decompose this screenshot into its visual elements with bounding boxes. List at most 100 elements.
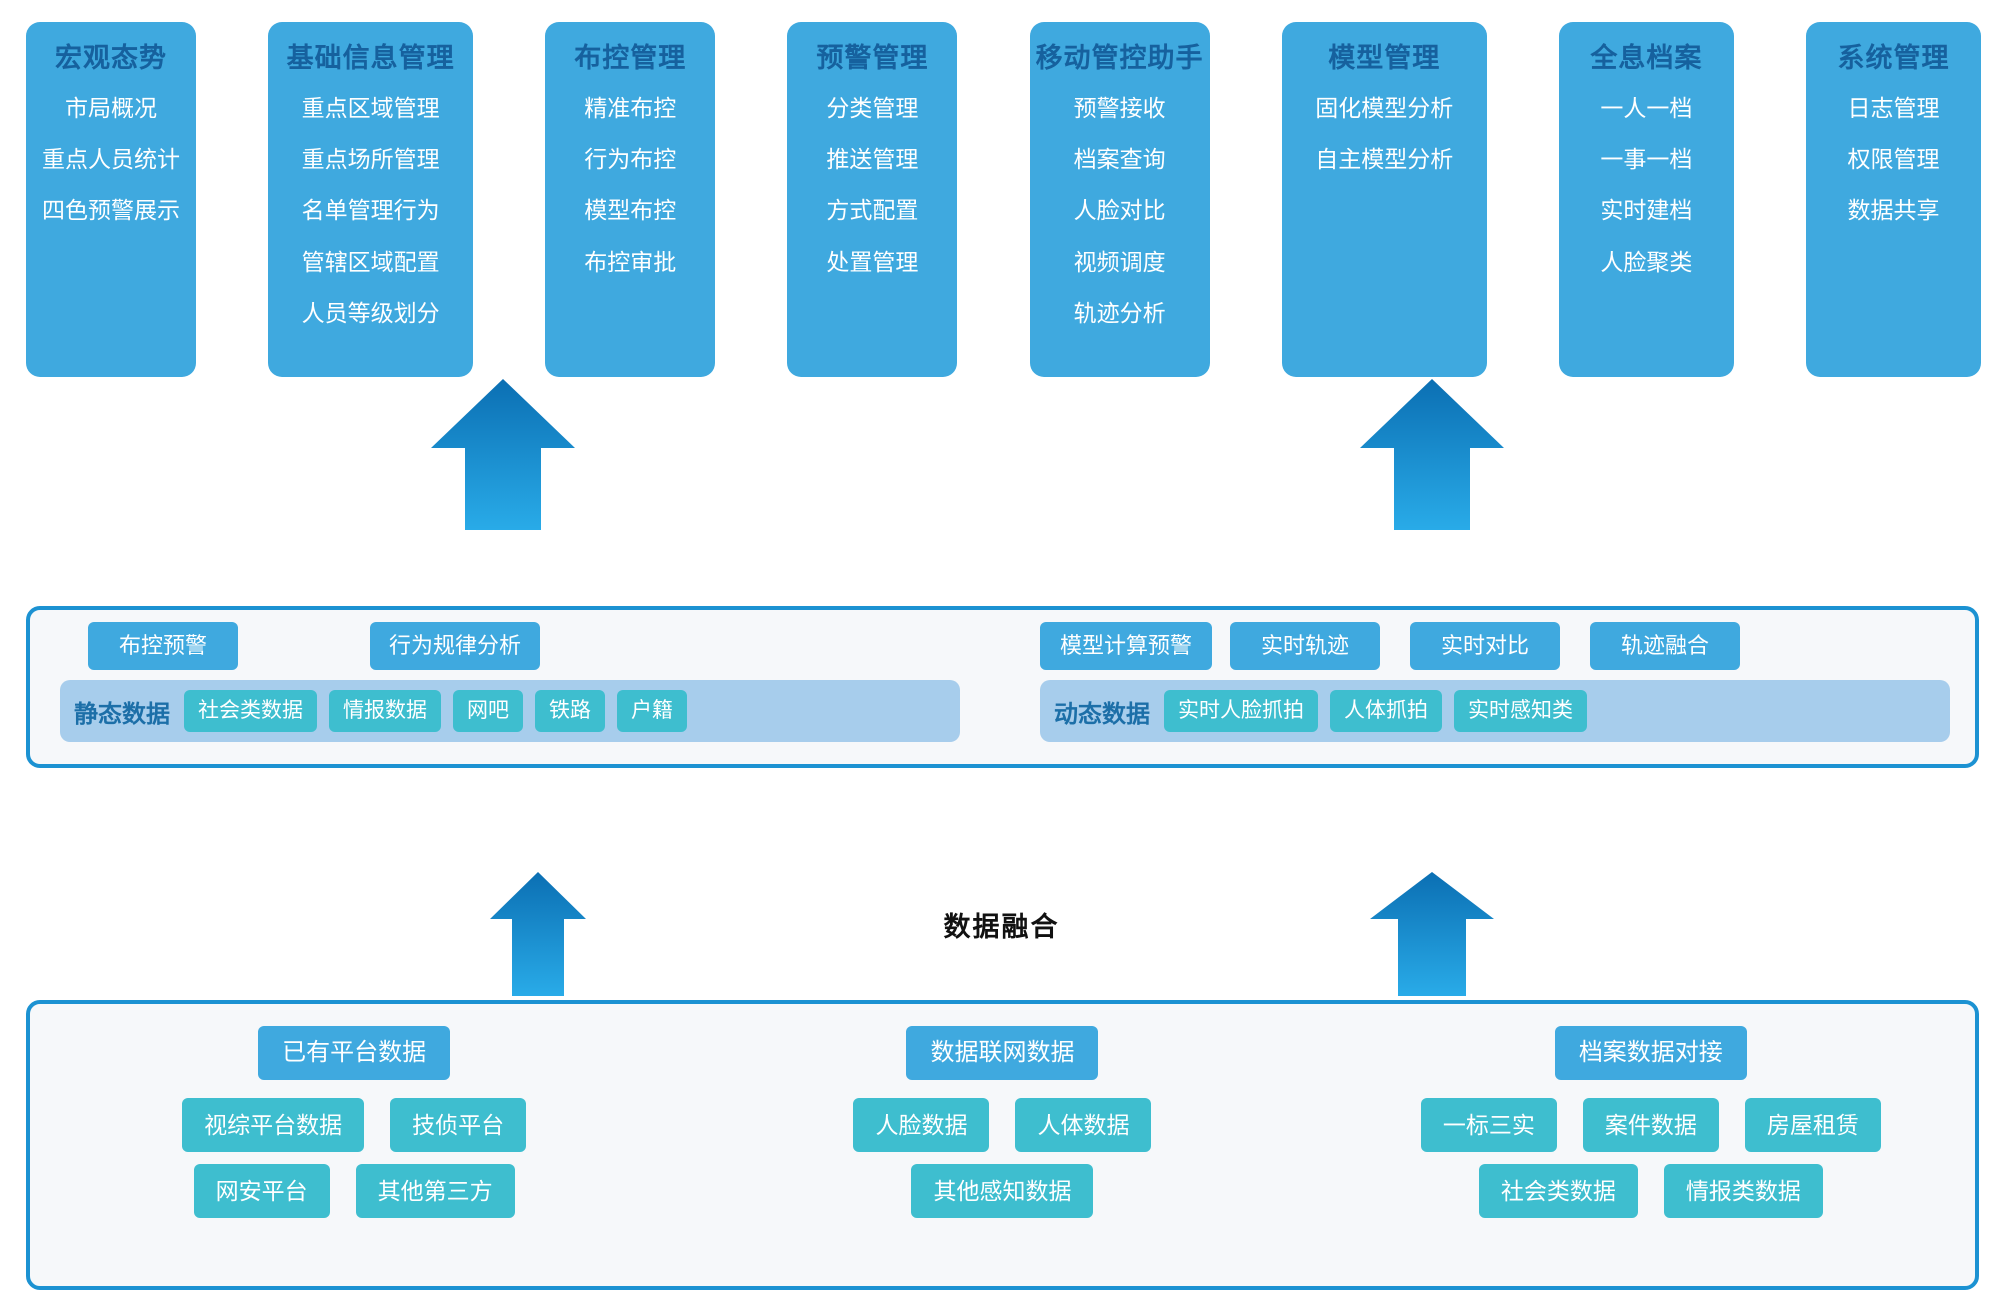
right-analysis-pill[interactable]: 实时轨迹 [1230,622,1380,670]
source-chip-rows: 视综平台数据技侦平台网安平台其他第三方 [30,1098,678,1218]
right-data-chip[interactable]: 人体抓拍 [1330,690,1442,732]
source-chip-rows: 一标三实案件数据房屋租赁社会类数据情报类数据 [1327,1098,1975,1218]
left-analysis-pill[interactable]: 行为规律分析 [370,622,540,670]
module-item[interactable]: 人员等级划分 [301,299,440,326]
module-card-2[interactable]: 基础信息管理重点区域管理重点场所管理名单管理行为管辖区域配置人员等级划分 [268,22,474,377]
module-item[interactable]: 人脸对比 [1073,197,1166,224]
module-card-5[interactable]: 移动管控助手预警接收档案查询人脸对比视频调度轨迹分析 [1029,22,1210,377]
left-data-chip[interactable]: 社会类数据 [184,690,317,732]
module-item[interactable]: 布控审批 [584,248,677,275]
module-item[interactable]: 处置管理 [826,248,919,275]
module-item[interactable]: 重点场所管理 [301,145,440,172]
source-chip-row: 社会类数据情报类数据 [1478,1164,1823,1218]
module-item[interactable]: 重点人员统计 [42,145,180,172]
module-item[interactable]: 推送管理 [826,145,919,172]
source-chip[interactable]: 其他感知数据 [911,1164,1094,1218]
left-data-chip[interactable]: 铁路 [535,690,605,732]
dynamic-data-label: 动态数据 [1054,700,1150,728]
module-card-1[interactable]: 宏观态势市局概况重点人员统计四色预警展示 [26,22,196,377]
module-item-list: 一人一档一事一档实时建档人脸聚类 [1600,94,1693,275]
static-data-strip: 静态数据 社会类数据情报数据网吧铁路户籍 [60,680,960,742]
module-item[interactable]: 人脸聚类 [1600,248,1693,275]
data-fusion-label: 数据融合 [943,912,1060,942]
right-data-chip[interactable]: 实时人脸抓拍 [1164,690,1318,732]
static-analysis-row: 布控预警 行为规律分析 [60,622,960,670]
static-data-chips: 社会类数据情报数据网吧铁路户籍 [184,690,687,732]
left-data-chip[interactable]: 户籍 [617,690,687,732]
source-chip[interactable]: 社会类数据 [1478,1164,1638,1218]
source-group-head[interactable]: 已有平台数据 [258,1026,451,1080]
data-fusion-band: 布控预警行为规律分析 静态数据 社会类数据情报数据网吧铁路户籍 模型计算预警实时… [26,606,1979,768]
dynamic-data-section: 模型计算预警实时轨迹实时对比轨迹融合 动态数据 实时人脸抓拍人体抓拍实时感知类 [1040,622,1950,742]
module-item[interactable]: 方式配置 [826,197,919,224]
module-item[interactable]: 精准布控 [584,94,677,121]
left-data-chip[interactable]: 网吧 [453,690,523,732]
module-item-list: 分类管理推送管理方式配置处置管理 [826,94,919,275]
source-group-head[interactable]: 档案数据对接 [1554,1026,1747,1080]
module-item[interactable]: 重点区域管理 [301,94,440,121]
module-title: 预警管理 [816,43,929,73]
module-card-7[interactable]: 全息档案一人一档一事一档实时建档人脸聚类 [1558,22,1734,377]
module-item[interactable]: 模型布控 [584,197,677,224]
source-chip[interactable]: 房屋租赁 [1744,1098,1881,1152]
source-chip[interactable]: 案件数据 [1582,1098,1719,1152]
source-chip[interactable]: 人脸数据 [853,1098,990,1152]
source-chip-row: 人脸数据人体数据 [853,1098,1152,1152]
left-analysis-pill[interactable]: 布控预警 [88,622,238,670]
arrow-fusion-to-bukong-icon [431,379,575,530]
module-item[interactable]: 视频调度 [1073,248,1166,275]
source-chip[interactable]: 人体数据 [1015,1098,1152,1152]
module-title: 模型管理 [1328,43,1441,73]
module-title: 基础信息管理 [286,43,455,73]
source-chip[interactable]: 视综平台数据 [182,1098,365,1152]
module-item[interactable]: 分类管理 [826,94,919,121]
module-item[interactable]: 权限管理 [1847,145,1940,172]
source-chip[interactable]: 一标三实 [1420,1098,1557,1152]
module-title: 宏观态势 [55,43,167,73]
module-item[interactable]: 日志管理 [1847,94,1940,121]
dynamic-analysis-row: 模型计算预警实时轨迹实时对比轨迹融合 [1040,622,1950,670]
source-chip[interactable]: 技侦平台 [390,1098,527,1152]
source-chip[interactable]: 情报类数据 [1663,1164,1823,1218]
module-item[interactable]: 固化模型分析 [1315,94,1454,121]
source-chip-row: 其他感知数据 [911,1164,1094,1218]
module-item[interactable]: 管辖区域配置 [301,248,440,275]
module-item[interactable]: 市局概况 [65,94,157,121]
static-data-section: 布控预警 行为规律分析 静态数据 社会类数据情报数据网吧铁路户籍 [60,622,960,742]
module-card-8[interactable]: 系统管理日志管理权限管理数据共享 [1805,22,1981,377]
module-item[interactable]: 档案查询 [1073,145,1166,172]
module-item[interactable]: 四色预警展示 [42,197,180,224]
source-chip-row: 网安平台其他第三方 [193,1164,515,1218]
module-item[interactable]: 预警接收 [1073,94,1166,121]
module-item-list: 重点区域管理重点场所管理名单管理行为管辖区域配置人员等级划分 [301,94,440,326]
static-data-label: 静态数据 [74,700,170,728]
module-item[interactable]: 实时建档 [1600,197,1693,224]
module-item[interactable]: 数据共享 [1847,197,1940,224]
source-group-2: 数据联网数据人脸数据人体数据其他感知数据 [678,1004,1326,1286]
source-group-head[interactable]: 数据联网数据 [906,1026,1099,1080]
module-item[interactable]: 轨迹分析 [1073,299,1166,326]
right-analysis-pill[interactable]: 模型计算预警 [1040,622,1212,670]
module-item[interactable]: 名单管理行为 [301,197,440,224]
source-chip-rows: 人脸数据人体数据其他感知数据 [678,1098,1326,1218]
module-item[interactable]: 一人一档 [1600,94,1693,121]
module-card-6[interactable]: 模型管理固化模型分析自主模型分析 [1281,22,1487,377]
module-item[interactable]: 一事一档 [1600,145,1693,172]
source-chip[interactable]: 其他第三方 [355,1164,515,1218]
module-title: 移动管控助手 [1035,43,1204,73]
module-item[interactable]: 行为布控 [584,145,677,172]
right-analysis-pill[interactable]: 轨迹融合 [1590,622,1740,670]
left-data-chip[interactable]: 情报数据 [329,690,441,732]
source-chip-row: 视综平台数据技侦平台 [182,1098,527,1152]
module-item-list: 预警接收档案查询人脸对比视频调度轨迹分析 [1073,94,1166,326]
module-title: 系统管理 [1837,43,1950,73]
dynamic-data-chips: 实时人脸抓拍人体抓拍实时感知类 [1164,690,1587,732]
module-title: 布控管理 [574,43,687,73]
module-card-4[interactable]: 预警管理分类管理推送管理方式配置处置管理 [787,22,958,377]
module-card-3[interactable]: 布控管理精准布控行为布控模型布控布控审批 [545,22,716,377]
source-chip[interactable]: 网安平台 [193,1164,330,1218]
right-analysis-pill[interactable]: 实时对比 [1410,622,1560,670]
module-item[interactable]: 自主模型分析 [1315,145,1454,172]
right-data-chip[interactable]: 实时感知类 [1454,690,1587,732]
source-group-1: 已有平台数据视综平台数据技侦平台网安平台其他第三方 [30,1004,678,1286]
